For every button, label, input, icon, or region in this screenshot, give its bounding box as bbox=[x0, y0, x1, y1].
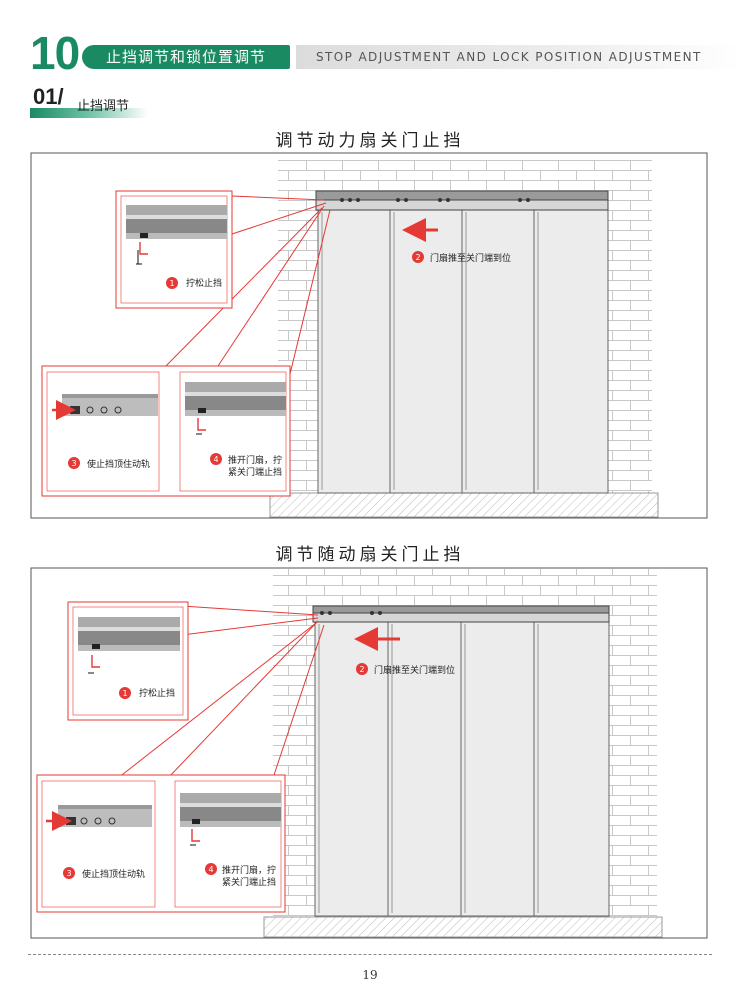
step-4-badge: 4 bbox=[208, 865, 213, 874]
step-4-text-line2: 紧关门端止挡 bbox=[222, 876, 276, 888]
subsection-underline bbox=[30, 108, 148, 118]
subsection-number: 01/ bbox=[33, 84, 64, 109]
detail-box-3: 3 使止挡顶住动轨 4 推开门扇，拧 紧关门端止挡 bbox=[36, 774, 286, 913]
step-1-text: 拧松止挡 bbox=[186, 277, 222, 289]
page-number: 19 bbox=[362, 968, 378, 982]
step-2-text: 门扇推至关门端到位 bbox=[430, 252, 511, 264]
figure-1-diagram: 1 拧松止挡 2 门扇推至关门端到位 3 使止挡顶住动轨 4 推开门扇，拧 紧关… bbox=[30, 152, 708, 519]
section-title-en-bar bbox=[296, 45, 740, 69]
callout-lines bbox=[117, 605, 325, 788]
door-header-rail bbox=[315, 190, 609, 211]
step-4-text-line1: 推开门扇，拧 bbox=[222, 864, 276, 876]
floor-hatch bbox=[263, 916, 663, 938]
figure-2-diagram: 1 拧松止挡 2 门扇推至关门端到位 3 使止挡顶住动轨 4 推开门扇，拧 紧关… bbox=[30, 567, 708, 939]
door-header-rail bbox=[312, 605, 610, 623]
section-number: 10 bbox=[30, 27, 80, 79]
footer-divider bbox=[28, 954, 712, 955]
step-3-badge: 3 bbox=[71, 459, 76, 468]
figure-1-heading: 调节动力扇关门止挡 bbox=[275, 131, 465, 151]
step-1-badge: 1 bbox=[169, 279, 174, 288]
callout-lines bbox=[159, 195, 331, 375]
sliding-door-leaves bbox=[317, 209, 609, 494]
floor-hatch bbox=[269, 492, 659, 518]
section-title-en: STOP ADJUSTMENT AND LOCK POSITION ADJUST… bbox=[316, 50, 702, 64]
step-4-text-line2: 紧关门端止挡 bbox=[228, 466, 282, 478]
step-3-text: 使止挡顶住动轨 bbox=[82, 868, 145, 880]
step-4-badge: 4 bbox=[213, 455, 218, 464]
step-1-text: 拧松止挡 bbox=[139, 687, 175, 699]
step-1-badge: 1 bbox=[122, 689, 127, 698]
detail-box-1: 1 拧松止挡 bbox=[67, 601, 189, 721]
step-2-badge: 2 bbox=[359, 665, 364, 674]
subsection-label: 止挡调节 bbox=[77, 99, 130, 114]
detail-box-3: 3 使止挡顶住动轨 4 推开门扇，拧 紧关门端止挡 bbox=[41, 365, 291, 497]
detail-box-1: 1 拧松止挡 bbox=[115, 190, 233, 309]
step-2-badge: 2 bbox=[415, 253, 420, 262]
step-4-text-line1: 推开门扇，拧 bbox=[228, 454, 282, 466]
section-title-cn: 止挡调节和锁位置调节 bbox=[82, 45, 290, 69]
figure-2-heading: 调节随动扇关门止挡 bbox=[275, 545, 465, 565]
step-3-text: 使止挡顶住动轨 bbox=[87, 458, 150, 470]
step-3-badge: 3 bbox=[66, 869, 71, 878]
step-2-text: 门扇推至关门端到位 bbox=[374, 664, 455, 676]
